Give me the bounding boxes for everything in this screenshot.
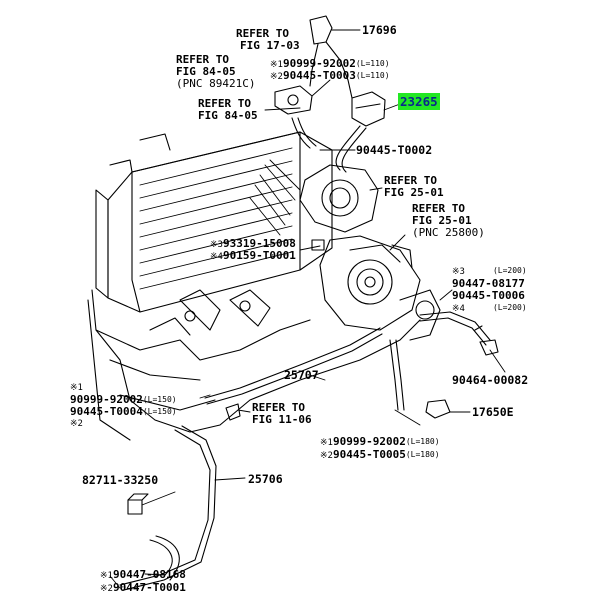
note-mark: ※4 — [452, 304, 465, 314]
refer-text: REFER TO — [236, 27, 289, 40]
highlighted-part-number[interactable]: 23265 — [398, 93, 440, 110]
fig-text: FIG 25-01 — [412, 214, 472, 227]
length-note: (L=110) — [355, 71, 390, 80]
part-number[interactable]: 93319-15008 — [222, 237, 296, 250]
refer-text: REFER TO — [412, 202, 465, 215]
label-part-90464-00082[interactable]: 90464-00082 — [452, 373, 529, 387]
part-number[interactable]: 90447-08168 — [112, 568, 186, 581]
note-mark: ※3 — [452, 267, 465, 277]
pnc-text: (PNC 25800) — [412, 226, 485, 239]
label-group-90159-T0001: ※490159-T0001 — [210, 250, 296, 263]
engine-block-drawing — [87, 289, 421, 441]
refer-text: REFER TO — [252, 401, 305, 414]
length-note: (L=150) — [142, 407, 177, 416]
pnc-text: (PNC 89421C) — [176, 77, 256, 90]
length-note: (L=200) — [492, 303, 527, 312]
label-part-23265[interactable]: 23265 — [398, 93, 440, 110]
note-mark: ※3 — [210, 240, 223, 250]
refer-text: REFER TO — [384, 174, 437, 187]
label-part-25706[interactable]: 25706 — [248, 472, 283, 486]
note-mark: ※2 — [270, 72, 283, 82]
note-mark: ※2 — [100, 584, 113, 594]
part-number[interactable]: 90447-T0001 — [112, 581, 186, 594]
intercooler-drawing — [95, 131, 333, 313]
part-number[interactable]: 90999-92002 — [70, 393, 143, 406]
label-group-90447-last: ※190447-08168 ※290447-T0001 — [100, 569, 186, 595]
label-group-left-90999: ※1 90999-92002(L=150) 90445-T0004(L=150)… — [70, 382, 177, 430]
part-number[interactable]: 90159-T0001 — [222, 249, 296, 262]
label-part-17696[interactable]: 17696 — [362, 23, 397, 37]
fig-text: FIG 11-06 — [252, 413, 312, 426]
length-note: (L=200) — [492, 266, 527, 275]
vsv-valve-drawing — [274, 15, 386, 127]
label-part-90445-T0002[interactable]: 90445-T0002 — [356, 143, 433, 157]
part-number[interactable]: 90445-T0005 — [332, 448, 406, 461]
note-mark: ※1 — [320, 438, 333, 448]
length-note: (L=180) — [405, 437, 440, 446]
label-part-17650E[interactable]: 17650E — [472, 405, 514, 419]
label-part-82711-33250[interactable]: 82711-33250 — [82, 473, 159, 487]
length-note: (L=180) — [405, 450, 440, 459]
fig-text: FIG 84-05 — [176, 65, 236, 78]
note-mark: ※1 — [270, 60, 283, 70]
label-refer-fig-11-06: REFER TO FIG 11-06 — [252, 402, 312, 426]
fig-text: FIG 25-01 — [384, 186, 444, 199]
part-number[interactable]: 90445-T0004 — [70, 405, 143, 418]
part-number[interactable]: 90999-92002 — [332, 435, 406, 448]
turbocharger-drawing — [299, 164, 441, 341]
note-mark: ※4 — [210, 252, 223, 262]
label-refer-fig-84-05-b: REFER TO FIG 84-05 — [198, 98, 258, 122]
note-mark: ※2 — [70, 419, 83, 429]
part-number-90447-08177[interactable]: 90447-08177 — [452, 277, 525, 290]
label-refer-fig-25-01-a: REFER TO FIG 25-01 — [384, 175, 444, 199]
length-note: (L=110) — [355, 59, 390, 68]
label-refer-fig-25-01-b: REFER TO FIG 25-01 (PNC 25800) — [412, 203, 485, 239]
label-group-90445-T0003: ※290445-T0003(L=110) — [270, 70, 390, 83]
note-mark: ※1 — [100, 571, 113, 581]
label-part-25707[interactable]: 25707 — [284, 368, 319, 382]
note-mark: ※1 — [70, 383, 83, 393]
hoses-drawing — [119, 117, 491, 591]
refer-text: REFER TO — [198, 97, 251, 110]
fig-text: FIG 84-05 — [198, 109, 258, 122]
refer-text: REFER TO — [176, 53, 229, 66]
leader-lines — [109, 29, 506, 589]
part-number[interactable]: 90999-92002 — [282, 57, 356, 70]
label-group-bottom-90999: ※190999-92002(L=180) ※290445-T0005(L=180… — [320, 436, 440, 462]
fig-text: FIG 17-03 — [240, 39, 300, 52]
length-note: (L=150) — [142, 395, 177, 404]
label-group-90999-92002-top: ※190999-92002(L=110) — [270, 58, 390, 71]
part-number-90445-T0006[interactable]: 90445-T0006 — [452, 289, 525, 302]
label-group-right-90447: ※3 (L=200) 90447-08177 90445-T0006 ※4 (L=2… — [452, 265, 527, 315]
label-group-93319-15008: ※393319-15008 — [210, 238, 296, 251]
small-parts-drawing — [127, 239, 499, 515]
note-mark: ※2 — [320, 451, 333, 461]
part-number[interactable]: 90445-T0003 — [282, 69, 356, 82]
label-refer-fig-17-03: REFER TO FIG 17-03 — [236, 28, 300, 52]
label-refer-fig-84-05-a: REFER TO FIG 84-05 (PNC 89421C) — [176, 54, 255, 90]
